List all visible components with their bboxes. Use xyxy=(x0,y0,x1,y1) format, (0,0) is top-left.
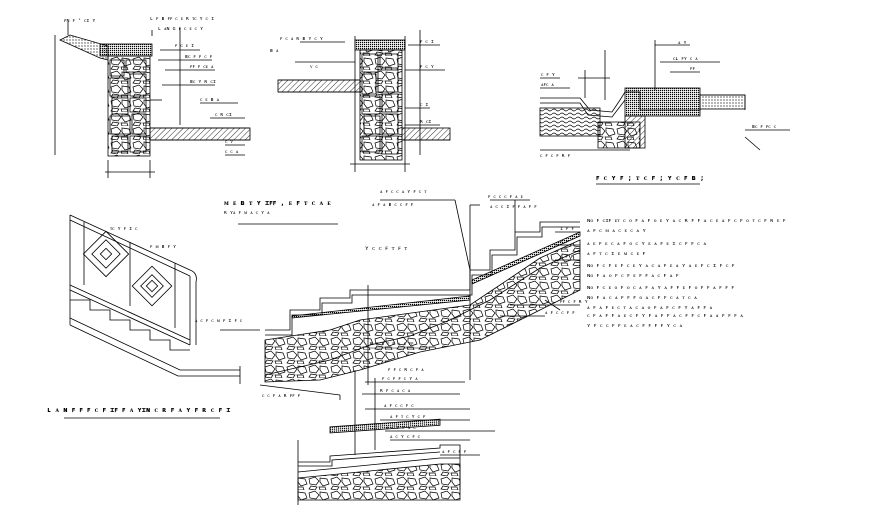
stair-label: ᴄ ꜰ ꜰ xyxy=(560,254,574,260)
stair-top-title: ᴍ ᴇ ʙ ᴛ ʏ ɪꜰꜰ , ᴇ ꜰ ᴛ ᴄ ᴀ ᴇ xyxy=(224,199,331,207)
step-edge-label: ᴀ ᴄ ʏ ᴄ ꜰ ᴄ xyxy=(390,434,421,440)
stair-section-labels: ᴍ ᴇ ʙ ᴛ ʏ ɪꜰꜰ , ᴇ ꜰ ᴛ ᴄ ᴀ ᴇ ʀ ʏᴀ ꜰ ᴍ ᴀ ᴄ… xyxy=(224,189,588,399)
railing-title: ʟ ᴀ ɴ ꜰ ꜰ ꜰ ᴄ ꜰ ɪꜰ ꜰ ᴀ ʏɪɴ ᴄ ʀ ꜰ ᴀ ʏ ꜰ ʀ… xyxy=(47,406,230,414)
step-edge-label: ᴀ ᴄ ꜰ ꜰ ᴀ ᴄ xyxy=(386,425,416,431)
step-edge-label: ꜰ ꜰ ᴄ ʀ ᴄ ꜰ ᴀ xyxy=(388,367,424,373)
note-line: ᴀ ꜰ ᴀ ꜰ ᴇ ᴄ ᴛ ᴀ ᴄ ᴀ ᴏ ꜰ ᴀ ꜰ ᴄ ꜰ ʏ ᴀ ꜰ ꜰ … xyxy=(587,305,713,311)
wall-label: ʟ ꜰ ʙ ꜰꜰ ᴄ ᴇ ʀ ᴛᴄ ʏ ᴄ ɪ xyxy=(150,16,214,22)
stair-label: ꜰ ꜰ xyxy=(560,239,568,245)
wall-label: ᴄ ᴠ xyxy=(225,139,233,145)
note-line: ʏ ꜰ ᴄ ᴄ ꜰ ꜰ ᴇ ᴀ ᴄ ꜰ ꜰ ꜰ ꜰ ʏ ᴄ ᴀ xyxy=(587,323,682,329)
wall-label: ꜰ ᴄ ᴇ ɪ xyxy=(175,43,194,49)
general-notes: ɴᴏ ꜰ ᴄɪꜰ ᴇᴛ ᴄ ᴏ ꜰ ᴀ ꜰ ᴏ ᴇ ʏ ᴀ ᴄ ʀ ꜰ ꜰ ᴀ … xyxy=(587,218,786,329)
column-label: ꜰ ᴄ ɪ xyxy=(420,39,434,45)
note-line: ɴᴏ ꜰ ᴀ ᴏ ꜰ ᴄ ꜰ ᴇ ꜰ ꜰ ᴀ ᴄ ꜰ ᴀ ꜰ xyxy=(587,273,679,279)
column-section-labels: ꜰ ᴄ ᴀ ʀ ʙ ʏ ᴄ ʏ ꜰ ᴄ ɪ ʙ ᴀ ᴠ ᴄ ꜰ ᴄ ʏ ᴄ ɪ … xyxy=(270,36,434,125)
column-label: ᴠ ᴄ xyxy=(310,64,319,70)
stair-label: ꜰ ᴄ ᴄ ᴄ ꜰ ᴀ ᴇ xyxy=(488,194,523,200)
railing-label: ꜰ ᴍ ʙ ꜰ ʏ xyxy=(150,244,176,250)
note-line: ɴᴏ ꜰ ᴄ ᴇ ᴏ ꜰ ᴏ ᴄ ᴀ ꜰ ᴀ ʏ ᴀ ꜰ ꜰ ᴇ ꜰ ᴏ ꜰ ꜰ… xyxy=(587,285,734,291)
stair-section-detail xyxy=(238,199,581,400)
note-line: ᴀ ꜰ ᴛ ᴄ ɪ ᴇ ᴍ ᴄ ᴇ ꜰ xyxy=(587,251,646,257)
wall-label: ʙᴄ ʏ ʀ ᴄɪ xyxy=(190,79,216,85)
railing-label: ᴛᴄ ʏ ꜰ ɪ ᴄ xyxy=(110,226,138,232)
stair-label: ᴄ ᴄ ꜰ ᴀ ʀ ꜰꜰ ꜰ xyxy=(262,393,301,399)
note-line: ᴄ ꜰ ᴀ ꜰ ꜰ ᴀ ᴇ ᴄ ꜰ ʏ ꜰ ᴀ ꜰ ꜰ ᴀ ᴄ ꜰ ꜰ ᴄ ꜰ … xyxy=(587,313,743,319)
stair-label: ᴀ ꜰ ᴄ ᴄ ꜰ ꜰ xyxy=(545,310,575,316)
wall-label: ꜰɴ ꜰ ˢ ᴄɪ ʏ xyxy=(64,18,95,24)
stair-label: ᴀ ᴄ ᴄ ɪ ꜰ ꜰ ᴀ ꜰ ꜰ xyxy=(490,204,537,210)
step-edge-label: ʀ ꜰ ᴄ ᴀ ᴄ ᴀ xyxy=(380,388,411,394)
stair-label: ᴀ ꜰ ᴄ ᴄ ᴀ ʏ ꜰ ᴄ ᴛ xyxy=(380,189,427,195)
stair-label: ꜰꜰ ᴄ ꜰ ʀ ʏ xyxy=(560,299,588,305)
column-section-detail xyxy=(277,30,451,172)
pavement-label: ᴄ ꜰ ʏ xyxy=(541,72,555,78)
pavement-label: ᴄ ꜰ ᴄ ꜰ ʀ ꜰ xyxy=(540,153,571,159)
column-label: ꜰ ᴄ ʏ xyxy=(420,64,434,70)
pavement-label: ᴀ ʏ xyxy=(678,40,687,46)
wall-section-labels: ꜰɴ ꜰ ˢ ᴄɪ ʏ ʟ ꜰ ʙ ꜰꜰ ᴄ ᴇ ʀ ᴛᴄ ʏ ᴄ ɪ ʟ ᴀɴ… xyxy=(64,16,239,155)
pavement-label: ᴀꜰᴄ ᴀ xyxy=(541,82,554,88)
wall-label: ᴄ ᴇ ʙ ᴀ xyxy=(200,97,220,103)
step-edge-label: ᴀ ꜰ ᴄ ᴄ ꜰ ᴄ xyxy=(384,403,414,409)
pavement-label: ᴄʟ ꜰʏ ᴄ ᴀ xyxy=(673,56,698,62)
note-line: ᴀ ꜰ ᴄ ᴍ ᴀ ᴄ ᴇ ᴄ ᴀ ʏ xyxy=(587,228,647,234)
note-line: ɴᴏ ꜰ ᴄɪꜰ ᴇᴛ ᴄ ᴏ ꜰ ᴀ ꜰ ᴏ ᴇ ʏ ᴀ ᴄ ʀ ꜰ ꜰ ᴀ … xyxy=(587,218,786,224)
step-edge-detail xyxy=(297,370,495,505)
wall-label: ʙᴄ ꜰ ꜰ ᴄ ꜰ xyxy=(185,54,213,60)
column-label: ʀ ᴄɪ xyxy=(420,119,431,125)
step-edge-label: ᴀ ꜰ ᴛ ᴄ ʏ ᴄ ꜰ xyxy=(390,414,426,420)
stair-top-sub: ʀ ʏᴀ ꜰ ᴍ ᴀ ᴄ ʏ ᴀ xyxy=(224,210,270,216)
railing-detail xyxy=(69,214,260,384)
column-label: ꜰ ᴄ ᴀ ʀ ʙ ʏ ᴄ ʏ xyxy=(280,36,323,42)
railing-labels: ᴛᴄ ʏ ꜰ ɪ ᴄ ꜰ ᴍ ʙ ꜰ ʏ ᴀ ᴄ ꜰ ᴄ ᴍ ꜰ ɪ ꜰ ᴄ ʟ… xyxy=(47,226,243,419)
stair-label: ɪ ꜰ ꜰ xyxy=(560,226,574,232)
pavement-label: ꜰꜰ xyxy=(690,66,695,72)
step-edge-label: ꜰ ᴄ ꜰ ꜰ ᴄ ʏ ᴀ xyxy=(382,376,418,382)
stair-label: ᴀ ꜰ ᴀ ʙ ᴄ ᴄ ꜰ ꜰ xyxy=(372,202,414,208)
stair-step-label: ʏ ᴄ ᴄ ꜰ ᴛ ꜰ ᴛ xyxy=(365,245,408,252)
wall-section-detail xyxy=(54,22,251,178)
pavement-label: ʙᴄ ꜰ ꜰᴄ ᴄ xyxy=(752,124,777,130)
note-line: ᴀ ᴇ ꜰ ᴇ ᴄ ᴀ ꜰ ᴏ ᴄ ʏ ᴇ ᴀ ꜰ ᴇ ɪ ᴄ ꜰ ꜰ ᴄ ᴀ xyxy=(587,241,706,247)
note-line: ɴᴏ ꜰ ᴀ ᴄ ᴀ ꜰ ꜰ ꜰ ᴏ ᴀ ᴄ ꜰ ꜰ ᴄ ᴀ ᴛ ᴄ ᴀ xyxy=(587,295,697,301)
railing-label: ᴀ ᴄ ꜰ ᴄ ᴍ ꜰ ɪ ꜰ ᴄ xyxy=(195,318,243,324)
wall-label: ꜰꜰ ꜰ ᴄᴇ ᴀ xyxy=(190,64,214,70)
step-edge-labels: ꜰ ꜰ ᴄ ʀ ᴄ ꜰ ᴀ ꜰ ᴄ ꜰ ꜰ ᴄ ʏ ᴀ ʀ ꜰ ᴄ ᴀ ᴄ ᴀ … xyxy=(380,367,467,455)
wall-label: ᴄ ʀ ᴄɪ xyxy=(215,112,232,118)
stair-scale-note: ʀ ꜰ ᴀ ᴛ ꜰ ᴀ ᴀ ꜰꜰ xyxy=(370,341,414,347)
column-label: ᴄ ɪ xyxy=(420,102,428,108)
pavement-section-labels: ᴀ ʏ ᴄʟ ꜰʏ ᴄ ᴀ ꜰꜰ ᴄ ꜰ ʏ ᴀꜰᴄ ᴀ ʙᴄ ꜰ ꜰᴄ ᴄ ᴄ… xyxy=(540,40,777,185)
wall-label: ʟ ᴀɴ ɢ ꜰ ᴄ ᴇ ᴄ ʏ xyxy=(158,26,203,32)
wall-label: ᴄ ᴄ ᴀ xyxy=(225,149,239,155)
note-line: ɴᴏ ꜰ ᴄ ꜰ ᴇ ꜰ ᴄ ᴇ ʏ ᴀ ᴄ ᴀ ꜰ ᴇ ᴀ ʏ ᴀ ᴇ ꜰ ᴄ… xyxy=(587,263,735,269)
step-edge-label: ᴀ ꜰ ᴄ ꜰ ꜰ xyxy=(442,449,467,455)
pavement-section-detail xyxy=(539,40,790,151)
column-label: ʙ ᴀ xyxy=(270,48,279,54)
pavement-title: ꜰ ᴄ ʏ ꜰ ; ᴛ ᴄ ꜰ ; ʏ ᴄ ꜰ ʙ ; xyxy=(596,174,704,182)
